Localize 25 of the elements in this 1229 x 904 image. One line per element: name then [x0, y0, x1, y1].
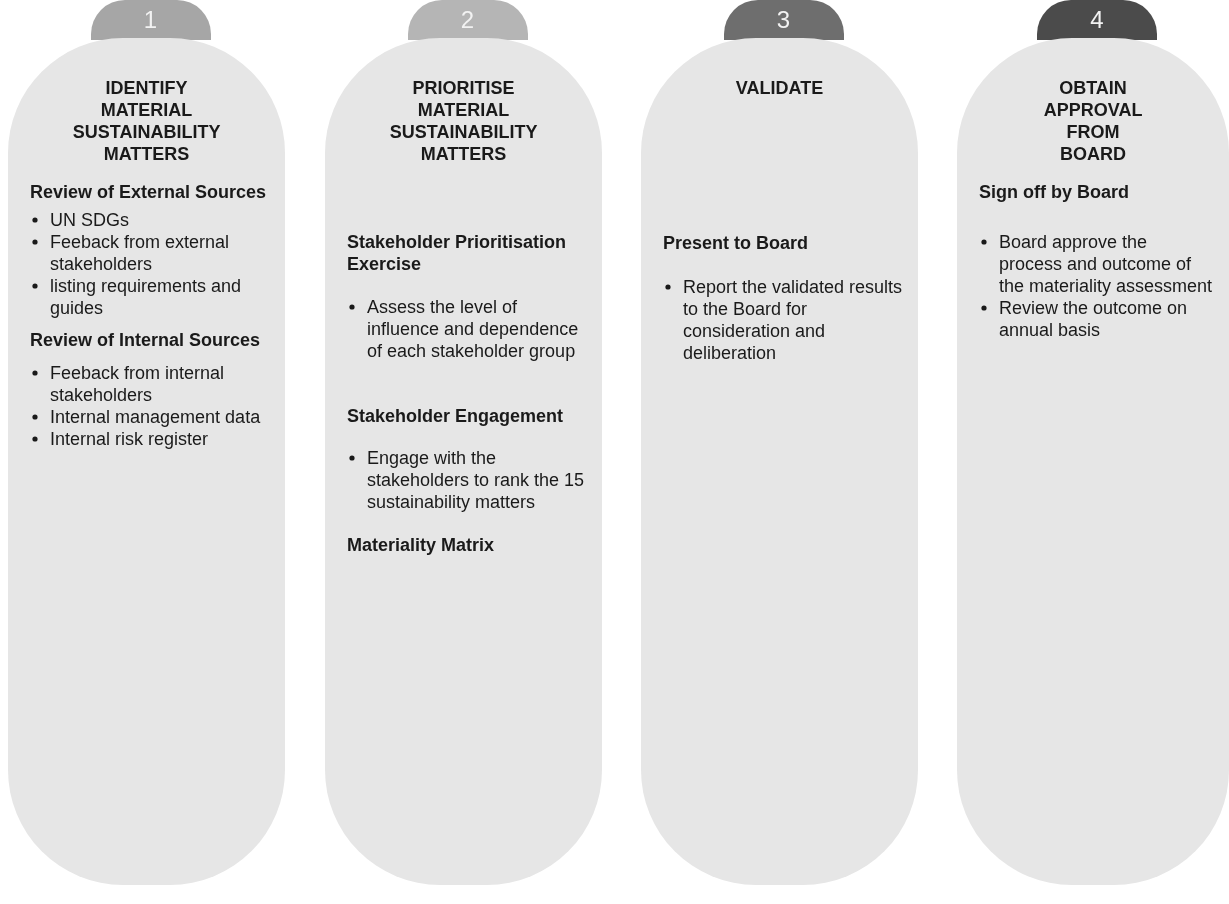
bullet-text: UN SDGs	[50, 210, 129, 230]
step-number-tab: 4	[1037, 0, 1157, 40]
step-heading: IDENTIFY MATERIAL SUSTAINABILITY MATTERS	[72, 77, 222, 165]
bullet-text: Report the validated results to the Board for consideration and deliberation	[683, 277, 903, 363]
bullet-text: Assess the level of influence and dependence of each stakeholder group	[367, 297, 579, 361]
step-number-tab: 2	[407, 0, 528, 40]
section-heading: Review of Internal Sources	[30, 329, 262, 351]
section-heading: Review of External Sources	[30, 181, 268, 203]
step-heading: OBTAIN APPROVAL FROM BOARD	[1043, 77, 1144, 165]
bullet-text: Board approve the process and outcome of the materiality assessment	[999, 232, 1213, 296]
bullet-text: Review the outcome on annual basis	[999, 298, 1188, 340]
bullet-text: Internal risk register	[50, 429, 209, 449]
section-heading: Stakeholder Prioritisation Exercise	[347, 231, 568, 275]
section-heading: Sign off by Board	[979, 181, 1130, 203]
section-heading: Stakeholder Engagement	[347, 405, 565, 427]
bullet-text: Feeback from internal stakeholders	[50, 363, 225, 405]
bullet-text: listing requirements and guides	[50, 276, 242, 318]
step-number-tab: 1	[90, 0, 211, 40]
bullet-text: Internal management data	[50, 407, 261, 427]
bullet-text: Engage with the stakeholders to rank the 15 sustainability matters	[367, 448, 585, 512]
section-heading: Present to Board	[663, 232, 810, 254]
step-heading: PRIORITISE MATERIAL SUSTAINABILITY MATTERS	[389, 77, 539, 165]
section-heading: Materiality Matrix	[347, 534, 496, 556]
step-number-tab: 3	[723, 0, 844, 40]
step-heading: VALIDATE	[735, 77, 825, 99]
